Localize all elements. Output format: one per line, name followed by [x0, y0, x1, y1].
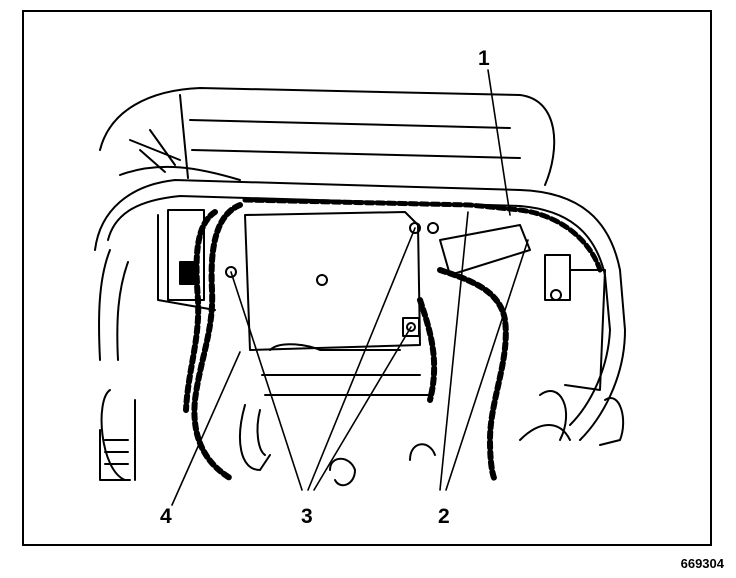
callout-4: 4: [160, 505, 172, 528]
leader-3c: [313, 326, 412, 491]
callout-leaders: [171, 69, 529, 506]
seat-frame: [94, 179, 626, 481]
lower-trim: [99, 399, 136, 481]
seat-back-outline: [99, 87, 556, 186]
figure-id: 669304: [680, 556, 724, 571]
wiring-harness-right: [417, 267, 509, 483]
seat-springs: [239, 343, 571, 487]
control-module: [225, 211, 439, 351]
callout-2: 2: [438, 505, 450, 528]
diagram-frame: [22, 10, 712, 546]
leader-2a: [439, 211, 469, 491]
wiring-harness-left: [183, 202, 243, 481]
leader-3a: [230, 271, 303, 491]
right-connector: [439, 224, 606, 441]
wiring-harness-top: [242, 197, 603, 273]
leader-4: [171, 351, 241, 506]
leader-3b: [307, 227, 416, 491]
callout-3: 3: [301, 505, 313, 528]
leader-1: [487, 69, 511, 216]
callout-1: 1: [478, 47, 490, 70]
leader-2b: [445, 239, 529, 491]
